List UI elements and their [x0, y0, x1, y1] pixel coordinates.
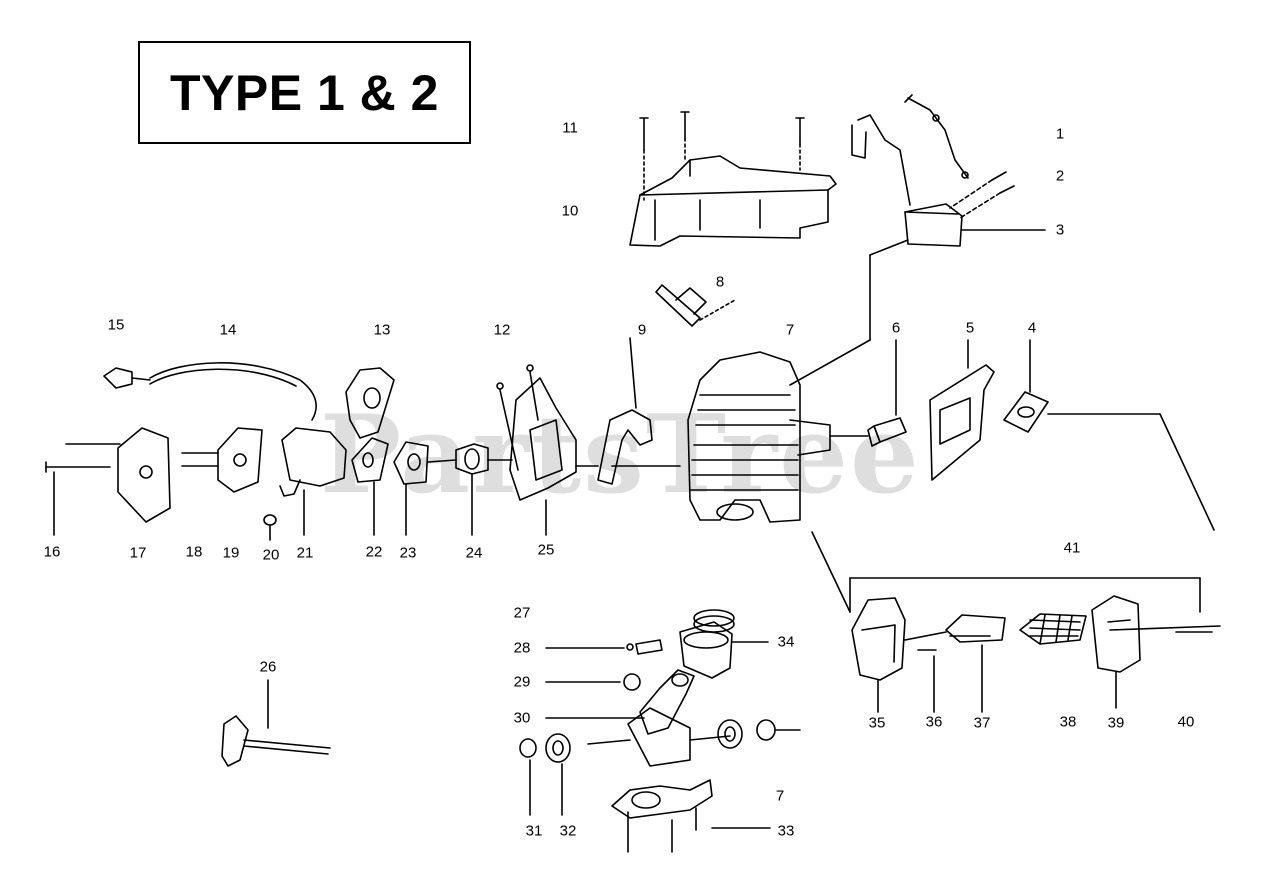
callout-32: 32 — [559, 822, 577, 840]
part-36-screw — [917, 649, 937, 713]
part-right-bearing — [717, 719, 801, 749]
part-15-fuel-filter — [103, 367, 151, 389]
callout-24: 24 — [465, 544, 483, 562]
part-6-intake-boot — [829, 339, 907, 447]
callout-13: 13 — [373, 321, 391, 339]
callout-7-cylinder: 7 — [785, 321, 795, 339]
part-26-tool — [221, 679, 331, 767]
part-37-filter-frame — [904, 614, 1006, 713]
callout-17: 17 — [129, 544, 147, 562]
part-24-intake-adapter — [427, 443, 513, 536]
callout-25: 25 — [537, 541, 555, 559]
callout-29: 29 — [513, 673, 531, 691]
callout-3: 3 — [1055, 221, 1065, 239]
callout-14: 14 — [219, 321, 237, 339]
callout-18: 18 — [185, 543, 203, 561]
part-39-filter-cover — [1091, 595, 1141, 709]
part-16-screw — [45, 461, 111, 536]
part-12-screws — [496, 364, 539, 471]
callout-9: 9 — [637, 321, 647, 339]
part-7-crankcase — [611, 779, 713, 819]
part-29-bearing — [545, 673, 641, 691]
callout-16: 16 — [43, 543, 61, 561]
part-33-screws — [627, 807, 771, 853]
part-41-bracket — [811, 531, 1201, 613]
callout-1: 1 — [1055, 125, 1065, 143]
callout-34: 34 — [777, 633, 795, 651]
part-14-fuel-line — [149, 362, 317, 421]
part-27-piston-rings — [693, 609, 735, 633]
part-38-filter-element — [1019, 613, 1087, 645]
part-40-bolt — [1109, 625, 1221, 633]
part-4-gasket — [1003, 339, 1215, 531]
callout-39: 39 — [1107, 714, 1125, 732]
callout-5: 5 — [965, 319, 975, 337]
callout-12: 12 — [493, 321, 511, 339]
part-32-bearing — [545, 733, 571, 816]
callout-23: 23 — [399, 544, 417, 562]
callout-27: 27 — [513, 604, 531, 622]
part-18-screws — [181, 452, 219, 467]
part-3-ignition-module — [789, 114, 1046, 386]
part-31-seal — [519, 738, 537, 816]
callout-30: 30 — [513, 709, 531, 727]
callout-8: 8 — [715, 273, 725, 291]
part-30-crankshaft — [545, 669, 731, 767]
callout-21: 21 — [296, 544, 314, 562]
callout-35: 35 — [868, 714, 886, 732]
callout-10: 10 — [561, 202, 579, 220]
part-11-screws — [639, 111, 805, 201]
type-label-box: TYPE 1 & 2 — [138, 41, 471, 144]
callout-22: 22 — [365, 543, 383, 561]
part-9-throttle-link — [575, 337, 681, 485]
part-7-cylinder — [687, 351, 831, 523]
callout-37: 37 — [973, 714, 991, 732]
callout-26: 26 — [259, 658, 277, 676]
callout-31: 31 — [525, 822, 543, 840]
part-10-cylinder-cover — [629, 155, 837, 247]
part-13-bracket — [345, 367, 395, 439]
part-21-carburetor — [279, 427, 347, 536]
callout-6: 6 — [891, 319, 901, 337]
callout-20: 20 — [262, 546, 280, 564]
part-25-carburetor-adapter — [509, 377, 577, 536]
part-17-carburetor-cover — [65, 427, 171, 523]
part-28-piston-pin — [545, 639, 663, 655]
part-22-gasket — [351, 437, 389, 536]
part-34-piston — [679, 621, 769, 679]
callout-19: 19 — [222, 544, 240, 562]
part-35-filter-base — [851, 597, 906, 713]
callout-28: 28 — [513, 639, 531, 657]
callout-4: 4 — [1027, 319, 1037, 337]
type-label: TYPE 1 & 2 — [170, 64, 439, 121]
part-19-gasket — [217, 427, 263, 493]
part-2-screws — [949, 171, 1015, 219]
callout-15: 15 — [107, 316, 125, 334]
callout-33: 33 — [777, 822, 795, 840]
callout-36: 36 — [925, 713, 943, 731]
part-1-ignition-lead — [904, 94, 969, 179]
callout-7-crankcase: 7 — [775, 787, 785, 805]
callout-38: 38 — [1059, 713, 1077, 731]
part-8-spark-plug — [655, 284, 736, 327]
part-5-heat-shield — [929, 339, 995, 481]
callout-40: 40 — [1177, 713, 1195, 731]
callout-41: 41 — [1063, 539, 1081, 557]
part-20-knob — [263, 514, 277, 541]
callout-11: 11 — [562, 119, 578, 137]
part-23-insulator — [393, 441, 429, 536]
callout-2: 2 — [1055, 167, 1065, 185]
